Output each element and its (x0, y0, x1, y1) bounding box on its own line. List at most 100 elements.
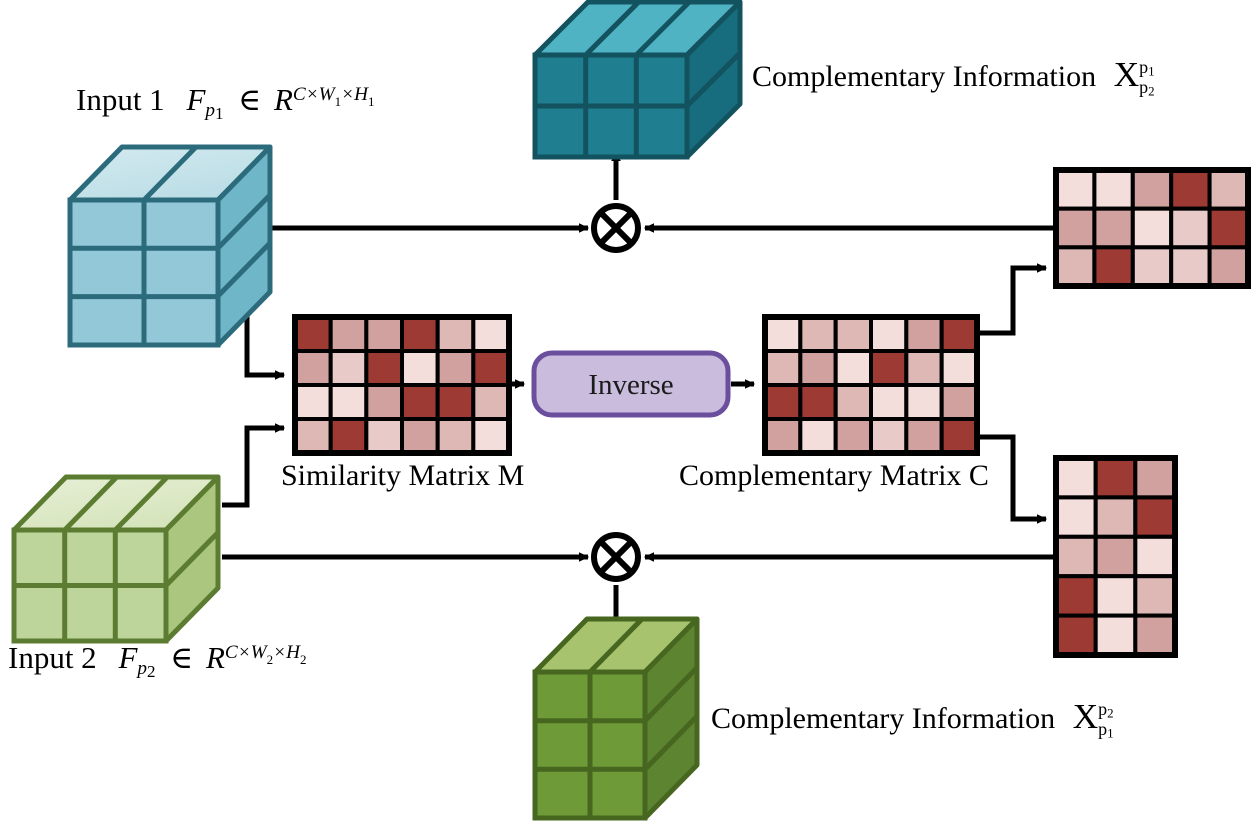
heatmap-cell (435, 349, 476, 387)
heatmap-border (1053, 167, 1251, 289)
heatmap-cell (328, 383, 369, 421)
heatmap-cell (798, 315, 838, 353)
heatmap-cell (1169, 168, 1212, 211)
heatmap-cell (1054, 456, 1098, 500)
input2-element-of: ∈ (170, 640, 194, 675)
multiply-operator-top (591, 203, 641, 253)
heatmap-cell (1133, 495, 1177, 539)
heatmap-cell (1130, 245, 1174, 288)
inverse-block[interactable] (531, 350, 731, 418)
heatmap-border (292, 314, 512, 456)
input1-label: Input 1 Fp1 ∈ RC×W1×H1 (76, 84, 375, 122)
input2-cube (11, 474, 221, 644)
heatmap-cell (1207, 245, 1250, 288)
heatmap-cell (364, 417, 404, 455)
heatmap-cell (1093, 613, 1138, 657)
heatmap-cell (1093, 495, 1138, 539)
input2-exponent: C×W (224, 642, 267, 664)
heatmap-cell (939, 417, 979, 455)
heatmap-cell (904, 315, 944, 353)
heatmap-border (762, 314, 980, 456)
heatmap-cell (328, 417, 369, 455)
input2-prefix: Input 2 (8, 640, 97, 675)
input2-symbol: F (118, 640, 138, 675)
comp-info-top-sub: p (1139, 77, 1149, 98)
heatmap-cell (1054, 534, 1098, 579)
heatmap-cell (1130, 206, 1174, 250)
heatmap-cell (939, 383, 979, 421)
input2-exp-sub2: 2 (300, 652, 307, 668)
heatmap-cell (1054, 574, 1098, 618)
input2-exp-sub1: 2 (266, 652, 274, 668)
input1-exponent: C×W (292, 84, 335, 106)
heatmap-cell (293, 349, 333, 387)
heatmap-cell (1207, 206, 1250, 250)
heatmap-cell (869, 383, 909, 421)
comp-info-top-text: Complementary Information (752, 60, 1097, 93)
heatmap-cell (471, 349, 511, 387)
heatmap-cell (400, 417, 440, 455)
heatmap-cell (833, 417, 873, 455)
heatmap-cell (1054, 495, 1098, 539)
comp-info-bottom-sub-index: 1 (1107, 725, 1114, 741)
heatmap-cell (869, 349, 909, 387)
heatmap-cell (833, 349, 873, 387)
heatmap-cell (798, 417, 838, 455)
heatmap-cell (763, 417, 803, 455)
input2-exp-mid: ×H (273, 642, 300, 664)
heatmap-cell (1093, 534, 1138, 579)
comp-info-top-sup-index: 1 (1148, 63, 1155, 79)
heatmap-cell (1054, 245, 1097, 288)
heatmap-cell (1092, 206, 1135, 250)
heatmap-cell (293, 417, 333, 455)
heatmap-cell (1169, 206, 1212, 250)
input1-cube (67, 144, 273, 348)
multiply-operator-bottom (591, 532, 641, 582)
heatmap-cell (1093, 574, 1138, 618)
heatmap-cell (939, 349, 979, 387)
heatmap-cell (904, 383, 944, 421)
heatmap-cell (328, 349, 369, 387)
comp-info-top-sub-index: 2 (1148, 83, 1155, 99)
heatmap-cell (904, 417, 944, 455)
heatmap-cell (904, 349, 944, 387)
similarity-matrix-label: Similarity Matrix M (281, 459, 525, 492)
heatmap-cell (364, 315, 404, 353)
heatmap-cell (1093, 456, 1138, 500)
heatmap-cell (364, 349, 404, 387)
heatmap-cell (1133, 456, 1177, 500)
heatmap-cell (293, 383, 333, 421)
input1-element-of: ∈ (238, 82, 262, 117)
input1-symbol-sub: p (205, 99, 215, 121)
heatmap-matrix (292, 314, 512, 456)
input2-space: R (205, 640, 225, 675)
comp-info-bottom-sub: p (1098, 719, 1108, 740)
connector-lines (222, 150, 1056, 634)
comp-info-bottom-sup-index: 2 (1107, 705, 1114, 721)
output-top-cube (532, 0, 743, 160)
input1-symbol-sub-index: 1 (214, 103, 224, 123)
heatmap-cell (1092, 168, 1135, 211)
heatmap-cell (435, 417, 476, 455)
heatmap-cell (471, 417, 511, 455)
heatmap-matrix (762, 314, 980, 456)
comp-info-top-sup: p (1139, 57, 1149, 78)
comp-info-bottom-sup: p (1098, 699, 1108, 720)
input2-symbol-sub-index: 2 (146, 661, 156, 681)
comp-info-bottom-text: Complementary Information (711, 702, 1056, 735)
heatmap-cell (833, 315, 873, 353)
heatmap-cell (435, 383, 476, 421)
heatmap-cell (1054, 613, 1098, 657)
inverse-block-label: Inverse (588, 369, 674, 401)
heatmap-border (1053, 455, 1178, 658)
heatmap-matrix (1053, 167, 1251, 289)
heatmap-cell (833, 383, 873, 421)
heatmap-cell (1133, 534, 1177, 579)
heatmap-cell (1054, 168, 1097, 211)
input1-prefix: Input 1 (76, 82, 165, 117)
heatmap-cell (1169, 245, 1212, 288)
heatmap-cell (1054, 206, 1097, 250)
